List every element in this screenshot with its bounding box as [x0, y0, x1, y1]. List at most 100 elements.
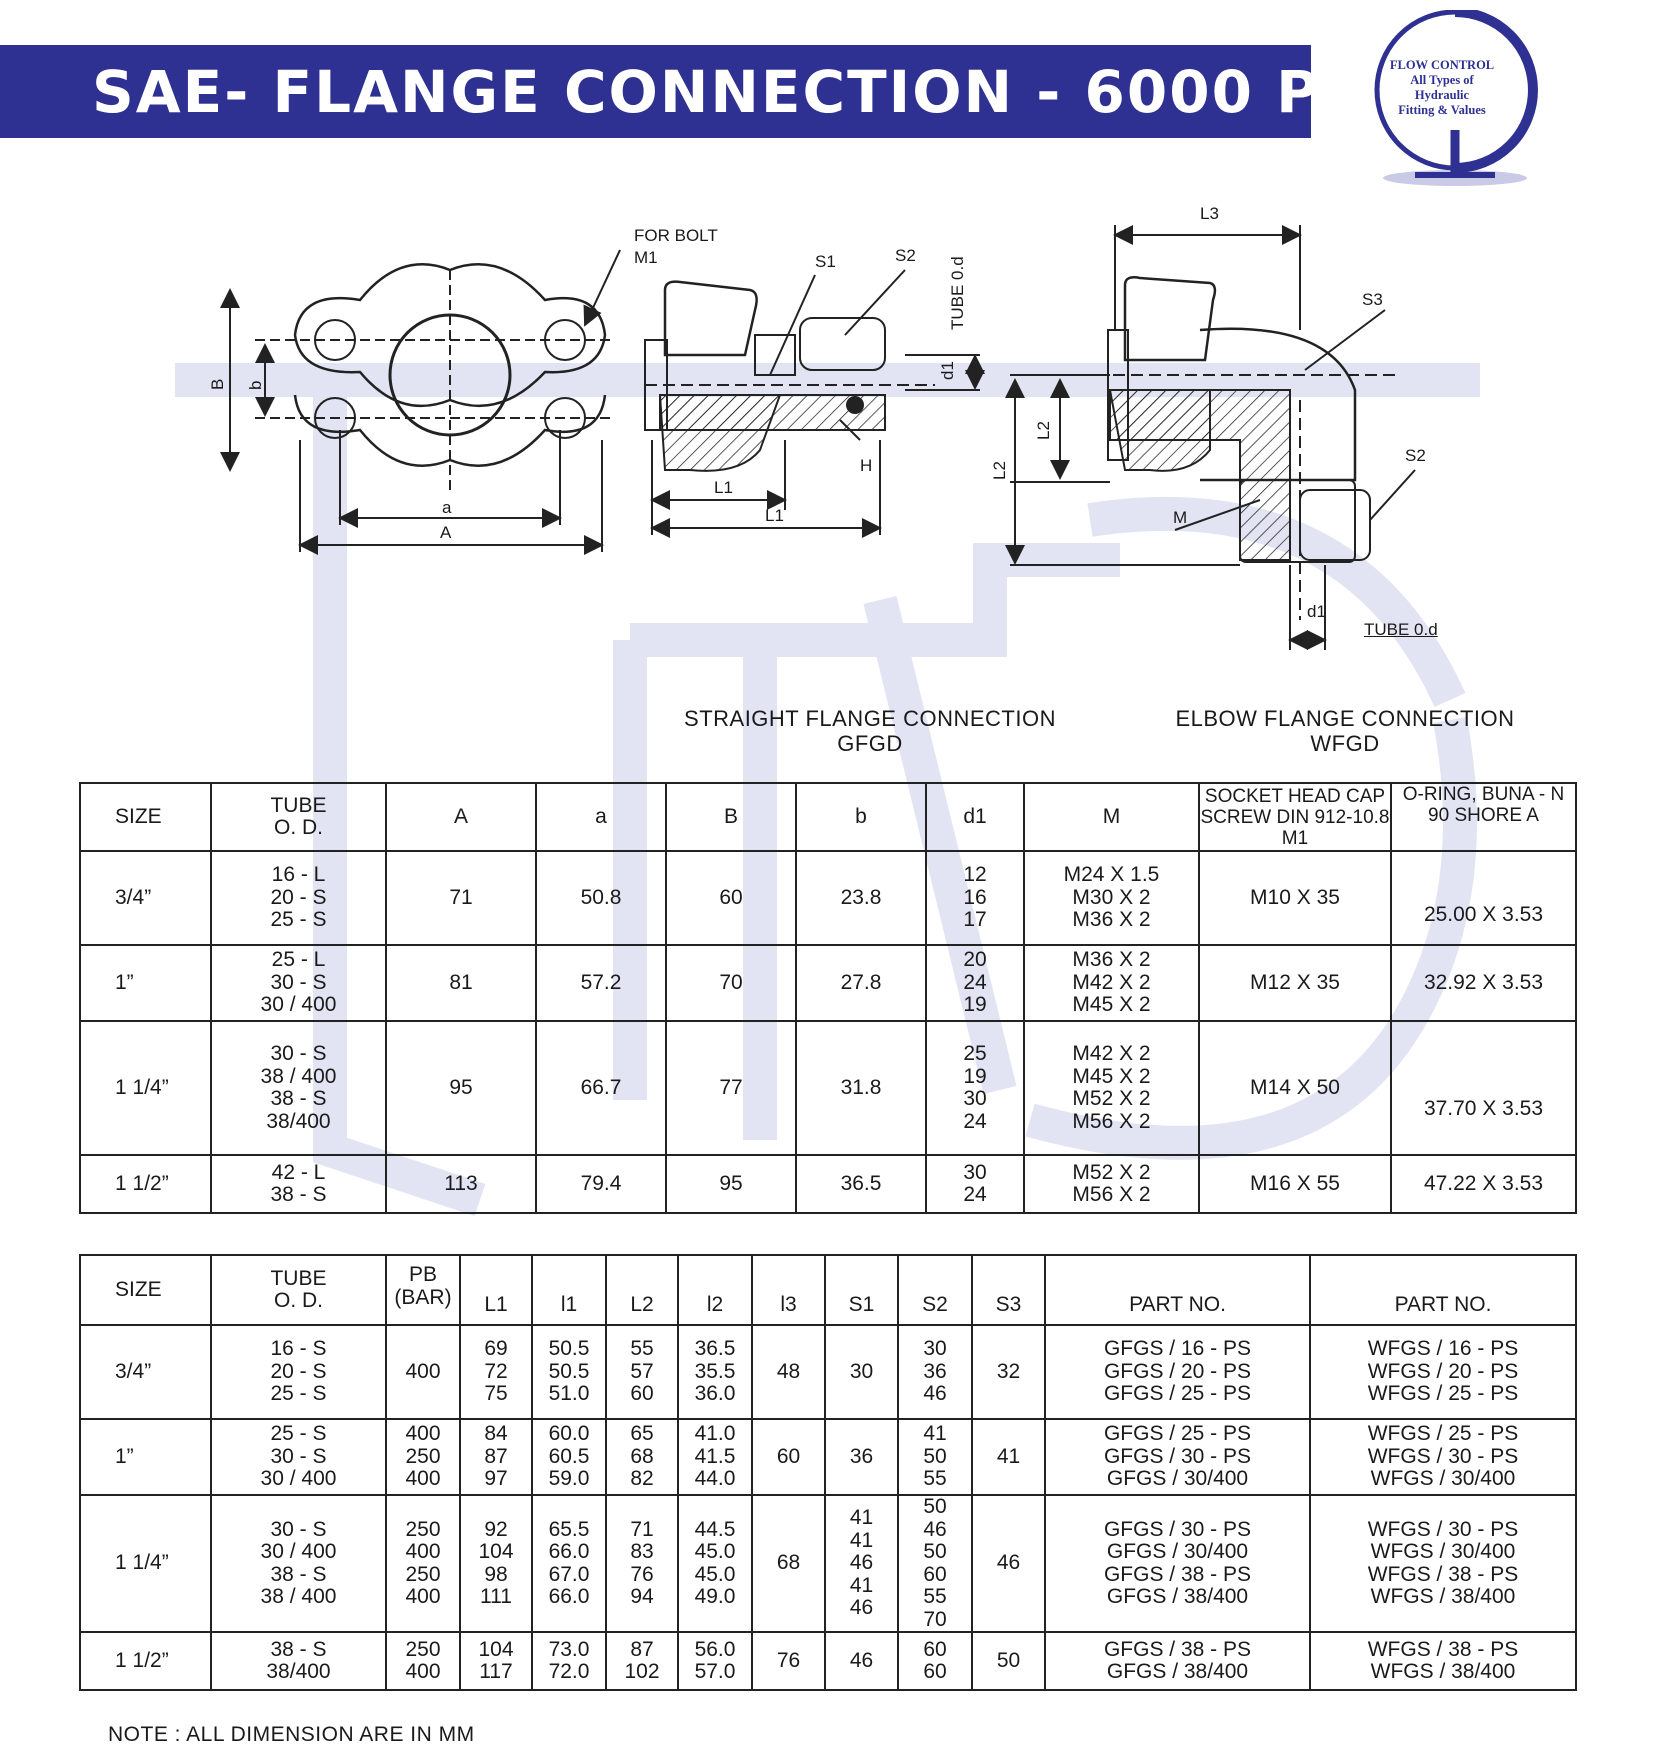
t2-head-s2: S2	[897, 1254, 973, 1326]
t2-size: 1”	[79, 1418, 212, 1496]
t1-head-big-b: B	[665, 782, 797, 852]
t2-big-l2: 55 57 60	[605, 1324, 679, 1420]
t2-head-part-gfgs: PART NO.	[1044, 1254, 1311, 1326]
t2-s2: 60 60	[897, 1631, 973, 1691]
page-title: SAE- FLANGE CONNECTION - 6000 PSI	[92, 58, 1389, 126]
t2-head-size: SIZE	[79, 1254, 212, 1326]
label-l1-inner: L1	[714, 478, 733, 497]
label-s1: S1	[815, 252, 836, 271]
t2-s3: 50	[971, 1631, 1046, 1691]
t1-m: M42 X 2 M45 X 2 M52 X 2 M56 X 2	[1023, 1020, 1200, 1156]
t1-head-screw: SOCKET HEAD CAP SCREW DIN 912-10.8 M1	[1198, 782, 1392, 852]
logo-line-1: FLOW CONTROL	[1389, 58, 1495, 72]
t2-l3: 68	[751, 1494, 826, 1633]
label-d1-elbow: d1	[1307, 602, 1326, 621]
t2-part-wfgs: WFGS / 25 - PS WFGS / 30 - PS WFGS / 30/…	[1309, 1418, 1577, 1496]
t1-screw: M16 X 55	[1198, 1154, 1392, 1214]
t1-oring: 25.00 X 3.53	[1390, 850, 1577, 946]
t2-s3: 46	[971, 1494, 1046, 1633]
t2-small-l2: 41.0 41.5 44.0	[677, 1418, 753, 1496]
t1-head-small-b: b	[795, 782, 927, 852]
t1-big-a: 95	[385, 1020, 537, 1156]
t1-oring: 37.70 X 3.53	[1390, 1020, 1577, 1156]
t1-big-b: 60	[665, 850, 797, 946]
t1-screw: M10 X 35	[1198, 850, 1392, 946]
t1-big-a: 71	[385, 850, 537, 946]
t1-oring: 47.22 X 3.53	[1390, 1154, 1577, 1214]
label-m: M	[1173, 508, 1188, 527]
label-s2-elbow: S2	[1405, 446, 1426, 465]
dimensions-table: SIZE TUBE O. D. A a B b d1 M SOCKET HEAD…	[79, 782, 1577, 1214]
t2-tube-od: 16 - S 20 - S 25 - S	[210, 1324, 387, 1420]
label-tube-od-elbow: TUBE 0.d	[1364, 620, 1438, 639]
t1-d1: 20 24 19	[925, 944, 1025, 1022]
t2-big-l1: 92 104 98 111	[459, 1494, 533, 1633]
t2-part-gfgs: GFGS / 38 - PS GFGS / 38/400	[1044, 1631, 1311, 1691]
t2-s2: 41 50 55	[897, 1418, 973, 1496]
label-big-a: A	[440, 523, 452, 542]
t1-oring: 32.92 X 3.53	[1390, 944, 1577, 1022]
t2-s3: 41	[971, 1418, 1046, 1496]
t1-tube-od: 16 - L 20 - S 25 - S	[210, 850, 387, 946]
table-row: 1” 25 - S 30 - S 30 / 400 400 250 400 84…	[79, 1418, 1577, 1496]
t2-part-wfgs: WFGS / 38 - PS WFGS / 38/400	[1309, 1631, 1577, 1691]
title-band	[0, 45, 1311, 138]
t1-small-a: 57.2	[535, 944, 667, 1022]
t2-pb: 250 400 250 400	[385, 1494, 461, 1633]
t2-small-l1: 60.0 60.5 59.0	[531, 1418, 607, 1496]
t2-head-small-l1: l1	[531, 1254, 607, 1326]
t2-small-l2: 56.0 57.0	[677, 1631, 753, 1691]
t1-size: 1 1/4”	[79, 1020, 212, 1156]
t2-part-gfgs: GFGS / 16 - PS GFGS / 20 - PS GFGS / 25 …	[1044, 1324, 1311, 1420]
part-number-table: SIZE TUBE O. D. PB (BAR) L1 l1 L2 l2 l3 …	[79, 1254, 1577, 1691]
logo-line-4: Fitting & Values	[1398, 103, 1486, 117]
t1-screw: M14 X 50	[1198, 1020, 1392, 1156]
t2-l3: 48	[751, 1324, 826, 1420]
label-tube-od-vertical: TUBE 0.d	[948, 256, 967, 330]
label-big-b: B	[208, 378, 227, 390]
table-row: 1 1/2” 42 - L 38 - S 113 79.4 95 36.5 30…	[79, 1154, 1577, 1214]
t2-head-big-l1: L1	[459, 1254, 533, 1326]
t2-big-l1: 84 87 97	[459, 1418, 533, 1496]
label-d1: d1	[938, 361, 957, 380]
label-l2-outer: L2	[990, 461, 1009, 480]
t1-m: M52 X 2 M56 X 2	[1023, 1154, 1200, 1214]
t1-small-a: 79.4	[535, 1154, 667, 1214]
logo-line-3: Hydraulic	[1414, 88, 1470, 102]
t2-head-big-l2: L2	[605, 1254, 679, 1326]
t1-small-b: 23.8	[795, 850, 927, 946]
logo-line-2: All Types of	[1410, 73, 1474, 87]
label-l2-inner: L2	[1034, 421, 1053, 440]
caption-elbow-flange: ELBOW FLANGE CONNECTION WFGD	[1175, 706, 1515, 756]
label-small-a: a	[442, 498, 452, 517]
elbow-connection-view	[1005, 225, 1416, 650]
t2-s1: 46	[824, 1631, 899, 1691]
t2-part-gfgs: GFGS / 25 - PS GFGS / 30 - PS GFGS / 30/…	[1044, 1418, 1311, 1496]
t1-head-small-a: a	[535, 782, 667, 852]
t2-head-small-l2: l2	[677, 1254, 753, 1326]
t1-tube-od: 42 - L 38 - S	[210, 1154, 387, 1214]
t2-s2: 30 36 46	[897, 1324, 973, 1420]
label-s2: S2	[895, 246, 916, 265]
t1-tube-od: 30 - S 38 / 400 38 - S 38/400	[210, 1020, 387, 1156]
t2-head-s1: S1	[824, 1254, 899, 1326]
t1-big-a: 113	[385, 1154, 537, 1214]
t2-head-l3: l3	[751, 1254, 826, 1326]
t2-big-l1: 104 117	[459, 1631, 533, 1691]
t2-size: 3/4”	[79, 1324, 212, 1420]
label-h: H	[860, 456, 873, 475]
t1-big-b: 70	[665, 944, 797, 1022]
t2-s2: 50 46 50 60 55 70	[897, 1494, 973, 1633]
t1-big-b: 77	[665, 1020, 797, 1156]
label-l1-outer: L1	[765, 506, 784, 525]
t1-screw: M12 X 35	[1198, 944, 1392, 1022]
t1-d1: 12 16 17	[925, 850, 1025, 946]
t2-tube-od: 25 - S 30 - S 30 / 400	[210, 1418, 387, 1496]
t1-head-d1: d1	[925, 782, 1025, 852]
t2-big-l1: 69 72 75	[459, 1324, 533, 1420]
t1-tube-od: 25 - L 30 - S 30 / 400	[210, 944, 387, 1022]
table-row: 3/4” 16 - L 20 - S 25 - S 71 50.8 60 23.…	[79, 850, 1577, 946]
t2-pb: 400 250 400	[385, 1418, 461, 1496]
t2-size: 1 1/2”	[79, 1631, 212, 1691]
t1-big-a: 81	[385, 944, 537, 1022]
